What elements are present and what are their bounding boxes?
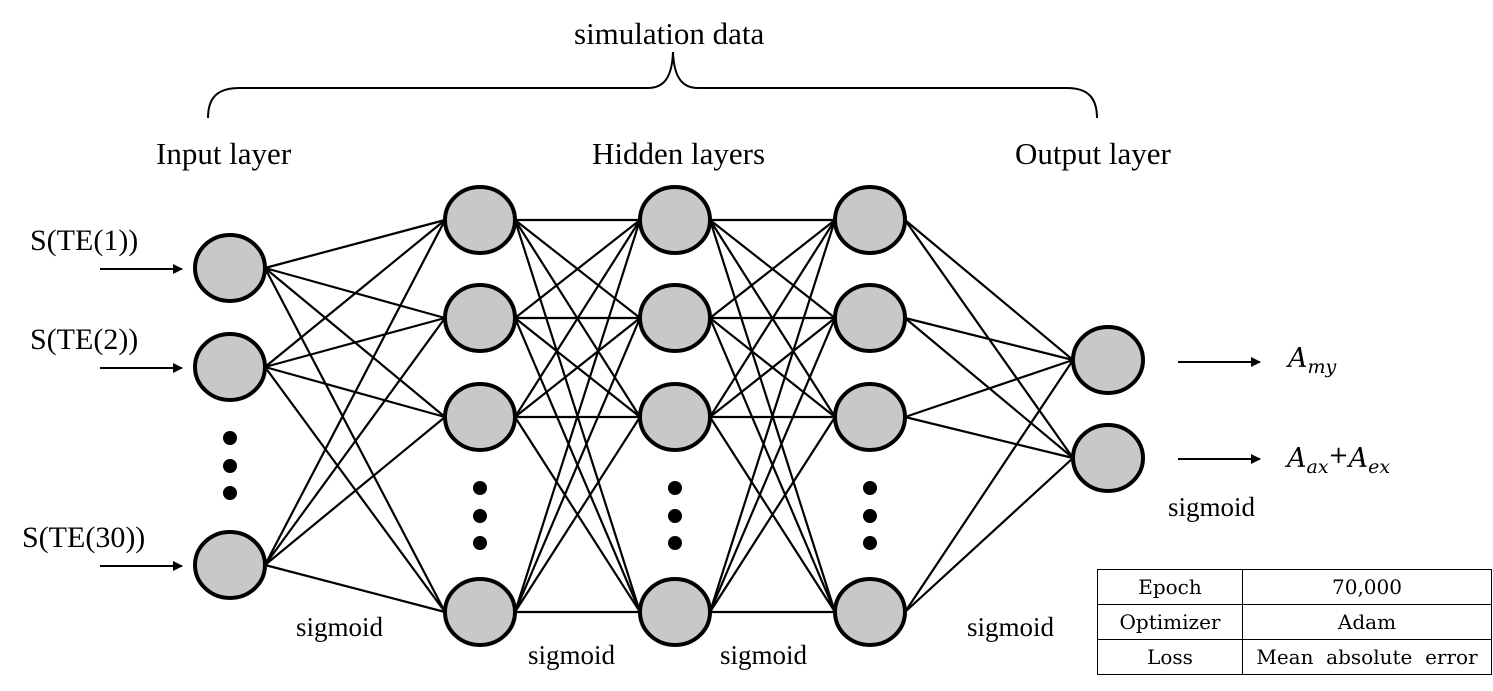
param-key: Loss [1097,639,1243,675]
edge-hidden2-2-to-hidden3-1 [709,317,836,418]
edge-hidden2-3-to-hidden3-0 [708,219,837,613]
edge-hidden1-2-to-hidden2-0 [514,219,641,418]
edge-hidden1-3-to-hidden2-2 [514,416,641,613]
activation-label-h3: sigmoid [967,612,1055,642]
hidden1-ellipsis-dot-1 [473,509,487,523]
edge-hidden3-1-to-output-0 [904,316,1074,362]
hidden3-node-0 [833,185,907,255]
edge-hidden3-0-to-output-0 [904,219,1074,361]
param-key: Epoch [1097,569,1243,605]
input-label-te2: S(TE(2)) [30,323,139,356]
hidden1-ellipsis-dot-0 [473,481,487,495]
edge-input-2-to-hidden1-1 [264,317,446,566]
edge-hidden2-2-to-hidden3-0 [709,219,836,418]
edge-input-2-to-hidden1-2 [264,416,446,566]
edge-hidden3-2-to-output-1 [904,415,1074,460]
hidden2-node-0 [638,185,712,255]
hidden1-node-3 [443,577,517,647]
hidden2-node-2 [638,382,712,452]
edge-hidden1-2-to-hidden2-1 [514,317,641,418]
edge-input-1-to-hidden1-1 [264,316,446,369]
output-label-aax-aex: Aax+Aex [1287,441,1391,478]
edge-hidden1-1-to-hidden2-0 [514,219,641,319]
edge-input-2-to-hidden1-0 [264,219,446,566]
edge-hidden1-3-to-hidden2-0 [513,219,642,613]
hidden2-node-3 [638,577,712,647]
input-node-2 [193,530,267,600]
hidden3-ellipsis-dot-0 [863,481,877,495]
hidden-layers-title: Hidden layers [592,136,766,171]
activation-label-h2: sigmoid [720,640,808,670]
hidden1-ellipsis-dot-2 [473,536,487,550]
ellipsis-dots [223,431,877,550]
hyperparameter-table: Epoch 70,000 Optimizer Adam Loss Mean ab… [1097,569,1492,675]
param-value: Mean absolute error [1242,639,1492,675]
edge-hidden2-3-to-hidden3-1 [708,317,837,613]
input-node-0 [193,233,267,303]
edge-hidden3-3-to-output-1 [904,457,1074,613]
output-node-0 [1071,325,1145,395]
hidden1-node-1 [443,283,517,353]
hidden1-node-0 [443,185,517,255]
hidden3-node-1 [833,283,907,353]
output-node-1 [1071,423,1145,493]
network-nodes [193,185,1145,647]
output-layer-title: Output layer [1015,136,1171,171]
input-ellipsis-dot-2 [223,486,237,500]
hidden3-node-2 [833,382,907,452]
param-key: Optimizer [1097,604,1243,640]
hidden2-ellipsis-dot-1 [668,509,682,523]
edge-input-0-to-hidden1-0 [264,218,446,270]
hidden3-ellipsis-dot-2 [863,536,877,550]
output-label-amy: Amy [1288,343,1337,378]
edge-hidden3-2-to-output-0 [904,358,1074,419]
input-ellipsis-dot-1 [223,459,237,473]
simulation-data-title: simulation data [574,16,765,51]
edge-hidden2-3-to-hidden3-2 [709,416,836,613]
edge-input-1-to-hidden1-0 [264,219,446,368]
input-layer-title: Input layer [156,136,292,171]
edge-input-1-to-hidden1-3 [264,366,446,613]
input-ellipsis-dot-0 [223,431,237,445]
edge-input-2-to-hidden1-3 [264,563,446,614]
io-arrows [100,264,1261,571]
activation-label-input: sigmoid [296,612,384,642]
input-node-1 [193,332,267,402]
activation-label-h1: sigmoid [528,640,616,670]
edge-hidden3-3-to-output-0 [904,359,1074,613]
hidden2-ellipsis-dot-0 [668,481,682,495]
edge-hidden2-1-to-hidden3-0 [709,219,836,319]
edge-hidden1-3-to-hidden2-1 [513,317,642,613]
hidden2-node-1 [638,283,712,353]
connection-edges [264,218,1074,614]
table-row: Epoch 70,000 [1097,569,1492,605]
simulation-data-brace [207,51,1098,119]
param-value: 70,000 [1242,569,1492,605]
table-row: Loss Mean absolute error [1097,639,1492,675]
param-value: Adam [1242,604,1492,640]
hidden1-node-2 [443,382,517,452]
hidden3-ellipsis-dot-1 [863,509,877,523]
input-label-te30: S(TE(30)) [22,521,146,554]
hidden2-ellipsis-dot-2 [668,536,682,550]
activation-label-output: sigmoid [1168,492,1256,522]
hidden3-node-3 [833,577,907,647]
input-label-te1: S(TE(1)) [30,224,139,257]
table-row: Optimizer Adam [1097,604,1492,640]
